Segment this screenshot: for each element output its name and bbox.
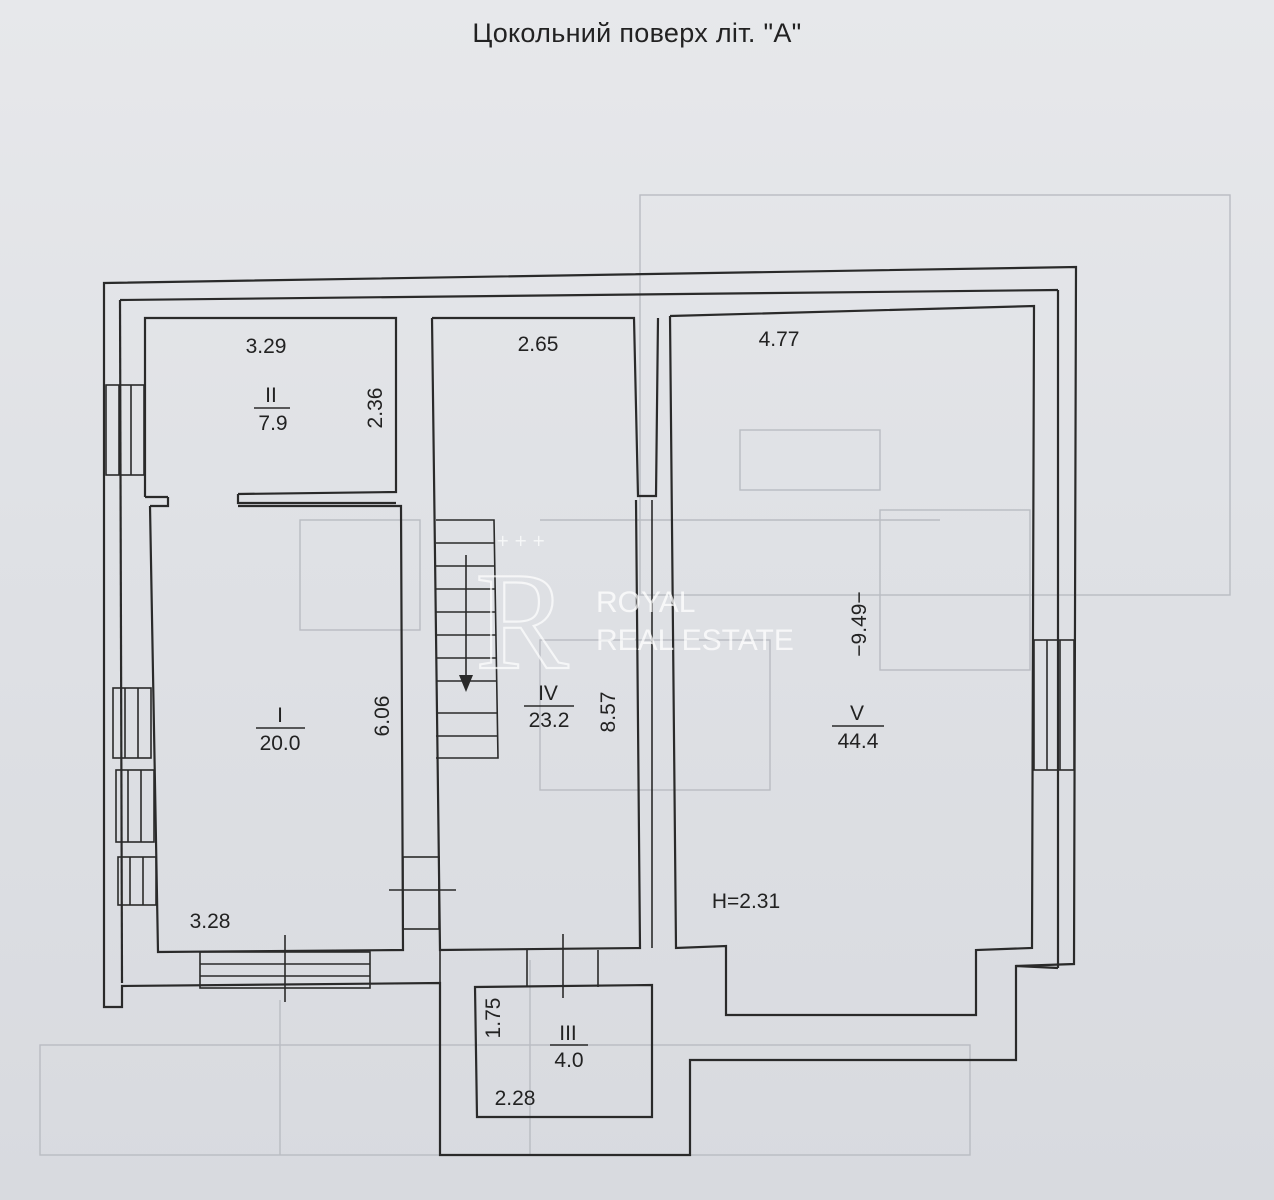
watermark-stars: + + + bbox=[496, 531, 545, 550]
room-iii-walls bbox=[473, 983, 654, 1119]
dim-room-iv-length: 8.57 bbox=[597, 692, 620, 733]
room-area: 20.0 bbox=[260, 732, 301, 755]
window-right bbox=[1033, 639, 1075, 771]
room-label-iii: III 4.0 bbox=[550, 1022, 588, 1072]
room-area: 23.2 bbox=[529, 709, 570, 732]
room-area: 4.0 bbox=[554, 1049, 583, 1072]
page-title: Цокольний поверх літ. "А" bbox=[472, 18, 802, 48]
room-number: IV bbox=[538, 682, 558, 705]
staircase bbox=[436, 519, 499, 759]
room-number: V bbox=[850, 702, 864, 725]
outer-wall bbox=[102, 265, 1078, 1157]
window-left-mid bbox=[112, 687, 152, 759]
room-label-i: I 20.0 bbox=[256, 704, 305, 755]
svg-text:+: + bbox=[532, 531, 545, 550]
dim-room-i-width: 3.28 bbox=[190, 910, 231, 933]
watermark: + + + R ROYAL REAL ESTATE bbox=[474, 531, 794, 700]
dim-room-v-width: 4.77 bbox=[759, 328, 800, 351]
room-label-ii: II 7.9 bbox=[254, 384, 290, 435]
svg-text:+: + bbox=[514, 531, 527, 550]
room-v-walls bbox=[668, 304, 1036, 1017]
room-area: 7.9 bbox=[258, 412, 287, 435]
inner-right-step bbox=[1015, 964, 1059, 970]
dim-room-iii-width: 2.28 bbox=[495, 1087, 536, 1110]
room-number: I bbox=[277, 704, 283, 727]
room-iv-walls bbox=[430, 316, 660, 952]
room-i-walls bbox=[148, 497, 405, 954]
door-room-i bbox=[389, 856, 456, 930]
dim-room-i-length: 6.06 bbox=[371, 696, 394, 737]
room-number: III bbox=[559, 1022, 577, 1045]
inner-left-line bbox=[118, 299, 124, 984]
window-left-lower-2 bbox=[117, 856, 157, 906]
dim-room-v-length: −9.49− bbox=[848, 591, 871, 656]
inner-top-line bbox=[119, 288, 1059, 302]
room-ii-walls bbox=[143, 316, 398, 505]
dim-room-iv-width: 2.65 bbox=[518, 333, 559, 356]
watermark-brand: ROYAL bbox=[596, 586, 695, 619]
room-label-iv: IV 23.2 bbox=[524, 682, 574, 732]
stair-arrow-icon bbox=[459, 675, 473, 692]
watermark-sub: REAL ESTATE bbox=[596, 624, 794, 657]
window-left-upper bbox=[105, 384, 145, 476]
corridor-walls bbox=[439, 950, 599, 987]
svg-text:+: + bbox=[496, 531, 509, 550]
exterior-outline bbox=[102, 265, 1078, 1157]
ceiling-height-label: H=2.31 bbox=[712, 890, 780, 913]
room-area: 44.4 bbox=[838, 730, 879, 753]
room-number: II bbox=[265, 384, 277, 407]
watermark-monogram-icon: R bbox=[475, 544, 569, 699]
window-left-lower-1 bbox=[115, 769, 155, 843]
dim-room-ii-width: 3.29 bbox=[246, 335, 287, 358]
dim-room-iii-depth: 1.75 bbox=[482, 998, 505, 1039]
dim-room-ii-depth: 2.36 bbox=[364, 388, 387, 429]
room-label-v: V 44.4 bbox=[832, 702, 884, 753]
